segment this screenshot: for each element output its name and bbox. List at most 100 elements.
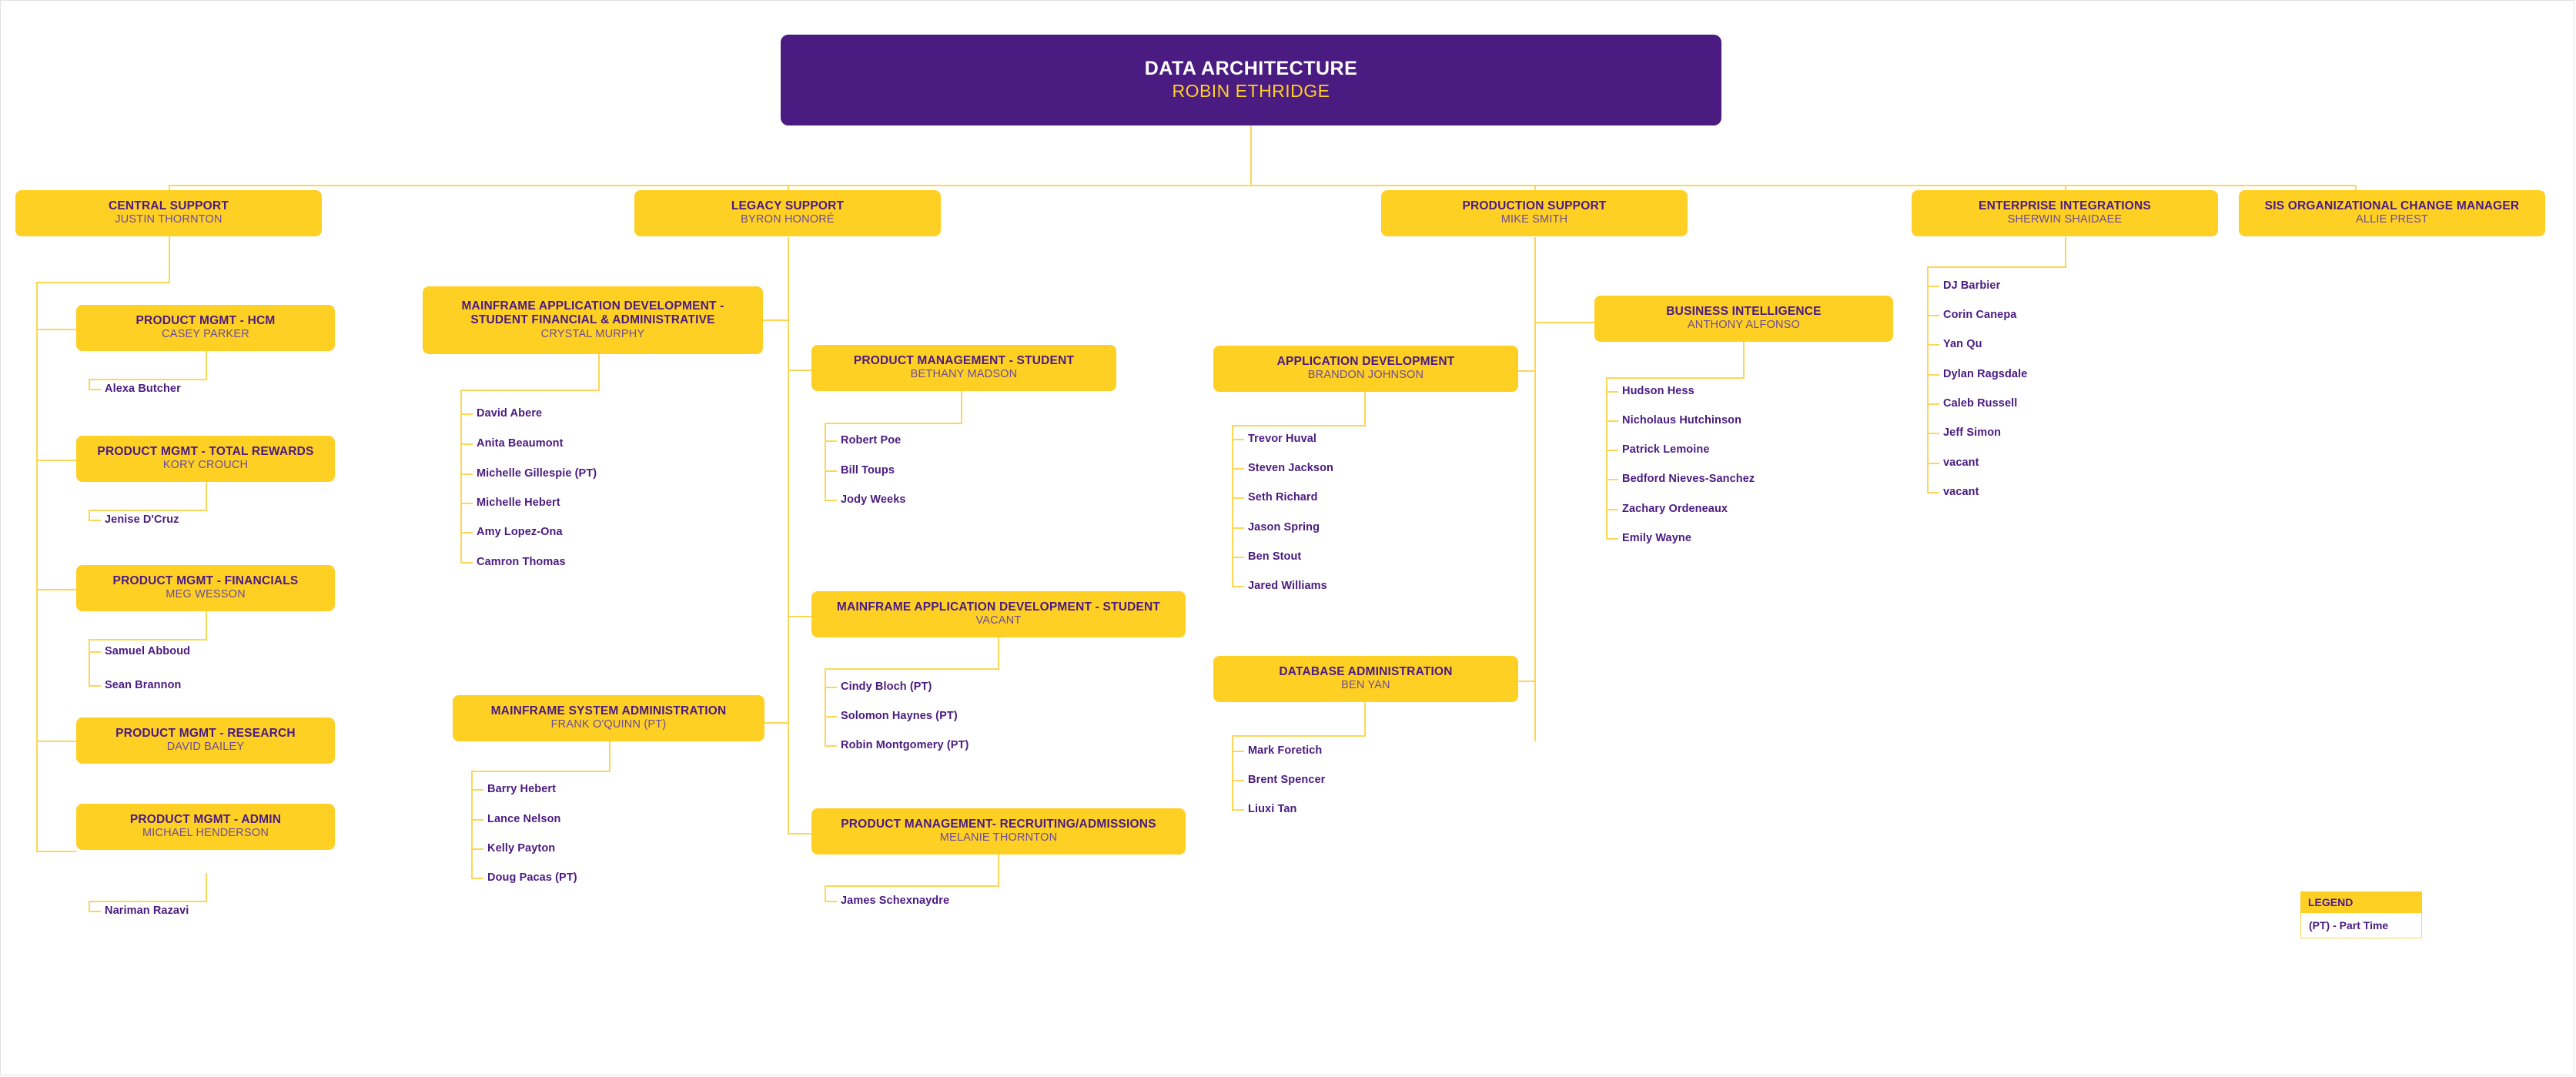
leaf-anita-beaumont: Anita Beaumont [477, 437, 564, 450]
connector-rewards-stub-1 [89, 520, 101, 521]
connector-pmstudent-stub-2 [825, 470, 837, 472]
leaf-david-abere: David Abere [477, 407, 543, 420]
node-title: SIS ORGANIZATIONAL CHANGE MANAGER [2264, 199, 2520, 213]
leaf-brent-spencer: Brent Spencer [1248, 774, 1326, 786]
node-title: ENTERPRISE INTEGRATIONS [1979, 199, 2151, 213]
node-legacy-support[interactable]: LEGACY SUPPORT BYRON HONORÉ [634, 190, 941, 236]
leaf-amy-lopez-ona: Amy Lopez-Ona [477, 526, 563, 538]
node-title-line1: MAINFRAME APPLICATION DEVELOPMENT - [461, 299, 724, 313]
node-title: PRODUCT MANAGEMENT- RECRUITING/ADMISSION… [841, 818, 1156, 831]
connector-central-branch-financials [36, 589, 76, 590]
node-title: PRODUCT MGMT - RESEARCH [115, 727, 296, 741]
node-mainframe-app-dev-student[interactable]: MAINFRAME APPLICATION DEVELOPMENT - STUD… [811, 591, 1186, 637]
node-mainframe-system-administration[interactable]: MAINFRAME SYSTEM ADMINISTRATION FRANK O'… [453, 695, 764, 741]
connector-financials-stem [206, 611, 207, 641]
leaf-jeff-simon: Jeff Simon [1943, 426, 2002, 439]
node-product-management-recruiting-admissions[interactable]: PRODUCT MANAGEMENT- RECRUITING/ADMISSION… [811, 808, 1186, 855]
connector-mfadstudent-stem [998, 637, 999, 670]
connector-pmstudent-stub-3 [825, 500, 837, 501]
node-product-management-student[interactable]: PRODUCT MANAGEMENT - STUDENT BETHANY MAD… [811, 345, 1116, 391]
node-person: MEG WESSON [166, 588, 246, 601]
node-title: PRODUCT MGMT - TOTAL REWARDS [97, 445, 314, 459]
node-person: MIKE SMITH [1500, 213, 1568, 226]
connector-pmstudent-spine [825, 423, 826, 501]
leaf-jared-williams: Jared Williams [1248, 580, 1327, 592]
node-person: JUSTIN THORNTON [115, 213, 222, 226]
connector-production-stem [1534, 237, 1536, 741]
leaf-zachary-ordeneaux: Zachary Ordeneaux [1622, 503, 1728, 515]
connector-appdev-spine [1232, 425, 1233, 587]
connector-bi-stem [1743, 342, 1745, 379]
connector-appdev-stub-2 [1232, 468, 1244, 470]
connector-ei-stub-3 [1927, 344, 1939, 346]
connector-mfsfa-stub-1 [460, 413, 473, 415]
connector-appdev-stub-4 [1232, 527, 1244, 529]
connector-bi-stub-1 [1606, 391, 1618, 393]
connector-mfsa-spine [471, 771, 473, 879]
node-person: FRANK O'QUINN (PT) [550, 718, 667, 731]
node-product-mgmt-research[interactable]: PRODUCT MGMT - RESEARCH DAVID BAILEY [76, 717, 335, 764]
connector-central-spine [36, 282, 38, 852]
node-application-development[interactable]: APPLICATION DEVELOPMENT BRANDON JOHNSON [1213, 346, 1518, 392]
connector-mfsa-elbow [471, 771, 611, 772]
connector-prod-to-bi [1534, 322, 1596, 323]
connector-mfsfa-elbow [460, 390, 600, 391]
connector-appdev-stem [1364, 392, 1366, 426]
connector-pmrecruit-elbow [825, 885, 999, 887]
node-title: PRODUCTION SUPPORT [1462, 199, 1607, 213]
connector-financials-elbow [89, 639, 207, 641]
connector-vline-enterprise [2065, 185, 2066, 191]
node-product-mgmt-total-rewards[interactable]: PRODUCT MGMT - TOTAL REWARDS KORY CROUCH [76, 436, 335, 482]
node-enterprise-integrations[interactable]: ENTERPRISE INTEGRATIONS SHERWIN SHAIDAEE [1912, 190, 2218, 236]
connector-admin-spine [89, 901, 90, 912]
node-product-mgmt-admin[interactable]: PRODUCT MGMT - ADMIN MICHAEL HENDERSON [76, 804, 335, 850]
leaf-samuel-abboud: Samuel Abboud [105, 645, 191, 657]
connector-pmstudent-stem [961, 391, 962, 424]
leaf-vacant-2: vacant [1943, 486, 1979, 498]
connector-enterprise-spine [1927, 266, 1929, 493]
node-person: BETHANY MADSON [910, 368, 1018, 381]
connector-appdev-stub-5 [1232, 557, 1244, 558]
node-data-architecture[interactable]: DATA ARCHITECTURE ROBIN ETHRIDGE [781, 35, 1721, 125]
leaf-camron-thomas: Camron Thomas [477, 556, 566, 568]
connector-mfadstudent-stub-1 [825, 687, 837, 688]
leaf-michelle-gillespie: Michelle Gillespie (PT) [477, 467, 597, 480]
connector-appdev-stub-3 [1232, 497, 1244, 499]
leaf-jody-weeks: Jody Weeks [841, 493, 906, 506]
connector-hcm-spine [89, 379, 90, 390]
node-database-administration[interactable]: DATABASE ADMINISTRATION BEN YAN [1213, 656, 1518, 702]
connector-bi-elbow [1606, 377, 1745, 379]
node-title: MAINFRAME APPLICATION DEVELOPMENT - STUD… [836, 600, 1161, 614]
node-business-intelligence[interactable]: BUSINESS INTELLIGENCE ANTHONY ALFONSO [1594, 296, 1893, 342]
node-person: BYRON HONORÉ [741, 213, 835, 226]
connector-central-stem [169, 236, 170, 283]
node-person: SHERWIN SHAIDAEE [2007, 213, 2123, 226]
node-title: MAINFRAME SYSTEM ADMINISTRATION [490, 704, 727, 718]
connector-appdev-stub-1 [1232, 439, 1244, 440]
leaf-steven-jackson: Steven Jackson [1248, 462, 1334, 474]
connector-vline-production [1534, 185, 1536, 191]
node-product-mgmt-hcm[interactable]: PRODUCT MGMT - HCM CASEY PARKER [76, 305, 335, 351]
node-production-support[interactable]: PRODUCTION SUPPORT MIKE SMITH [1381, 190, 1688, 236]
connector-vline-central [169, 185, 170, 191]
connector-mfsa-stub-4 [471, 878, 483, 879]
connector-dba-stem [1364, 702, 1366, 737]
connector-admin-stub-1 [89, 911, 101, 912]
connector-hcm-stem [206, 351, 207, 380]
node-sis-organizational-change-manager[interactable]: SIS ORGANIZATIONAL CHANGE MANAGER ALLIE … [2239, 190, 2545, 236]
node-product-mgmt-financials[interactable]: PRODUCT MGMT - FINANCIALS MEG WESSON [76, 565, 335, 611]
leaf-corin-canepa: Corin Canepa [1943, 309, 2017, 321]
connector-mfsfa-stub-6 [460, 562, 473, 564]
connector-admin-stem [206, 873, 207, 902]
leaf-mark-foretich: Mark Foretich [1248, 744, 1323, 757]
leaf-emily-wayne: Emily Wayne [1622, 532, 1692, 544]
connector-enterprise-elbow [1927, 266, 2066, 268]
node-mainframe-app-dev-student-financial-admin[interactable]: MAINFRAME APPLICATION DEVELOPMENT - STUD… [423, 286, 763, 354]
node-central-support[interactable]: CENTRAL SUPPORT JUSTIN THORNTON [15, 190, 322, 236]
connector-bi-stub-5 [1606, 509, 1618, 510]
node-title: LEGACY SUPPORT [731, 199, 845, 213]
connector-pmstudent-stub-1 [825, 440, 837, 442]
connector-dba-stub-3 [1232, 809, 1244, 811]
connector-mfsfa-stub-5 [460, 532, 473, 533]
